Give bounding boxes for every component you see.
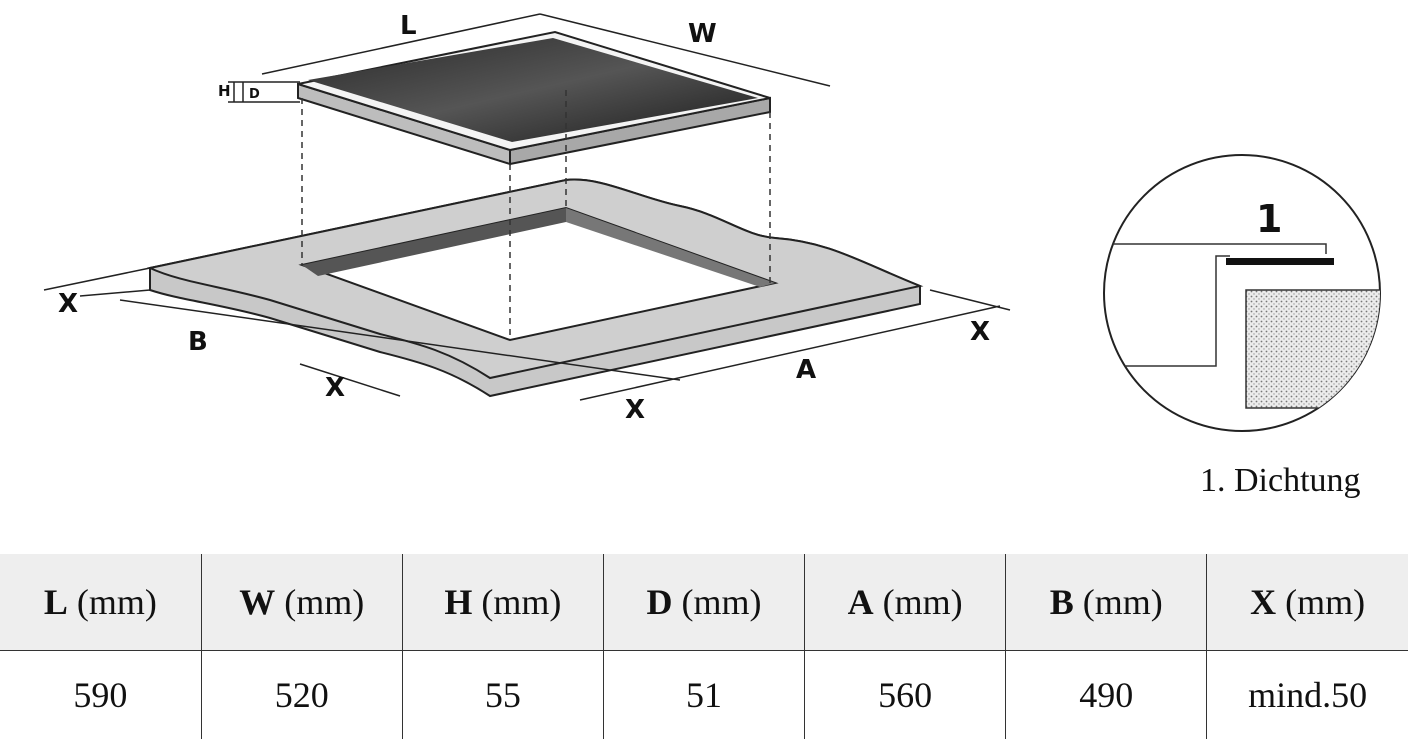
value-w: 520 — [201, 650, 403, 739]
header-letter: X — [1250, 582, 1277, 622]
value-b: 490 — [1005, 650, 1208, 739]
header-unit: (mm) — [1082, 582, 1163, 622]
gasket-seal — [1226, 258, 1334, 265]
header-letter: L — [43, 582, 68, 622]
value-h: 55 — [402, 650, 604, 739]
dimensions-table: L (mm) W (mm) H (mm) D (mm) A (mm) B (mm… — [0, 554, 1408, 739]
dimension-lines — [43, 13, 1011, 401]
header-letter: W — [239, 582, 276, 622]
value-l: 590 — [0, 650, 202, 739]
cutout-diagram: L W H D X B X X A X 1 — [43, 11, 1381, 432]
header-cell: W (mm) — [201, 554, 403, 651]
header-cell: X (mm) — [1206, 554, 1408, 651]
value-x: mind.50 — [1206, 650, 1408, 739]
label-d: D — [249, 87, 260, 102]
header-cell: H (mm) — [402, 554, 604, 651]
header-letter: D — [646, 582, 673, 622]
header-cell: B (mm) — [1005, 554, 1208, 651]
header-letter: H — [444, 582, 473, 622]
header-unit: (mm) — [1285, 582, 1366, 622]
header-cell: A (mm) — [804, 554, 1007, 651]
value-d: 51 — [603, 650, 806, 739]
table-header-row: L (mm) W (mm) H (mm) D (mm) A (mm) B (mm… — [0, 554, 1408, 651]
header-unit: (mm) — [481, 582, 562, 622]
label-a: A — [796, 355, 816, 385]
header-letter: B — [1049, 582, 1074, 622]
header-cell: D (mm) — [603, 554, 806, 651]
projection-lines — [301, 90, 771, 340]
header-unit: (mm) — [76, 582, 157, 622]
detail-caption: 1. Dichtung — [1200, 462, 1361, 499]
hob — [297, 30, 771, 166]
label-x-right: X — [970, 317, 990, 347]
detail-marker: 1 — [1256, 197, 1282, 241]
label-x-bottom: X — [625, 395, 645, 425]
label-x-front: X — [325, 373, 345, 403]
label-w: W — [688, 19, 717, 49]
label-b: B — [188, 327, 208, 357]
gasket-detail: 1 — [1103, 154, 1381, 432]
header-cell: L (mm) — [0, 554, 202, 651]
value-a: 560 — [804, 650, 1007, 739]
header-unit: (mm) — [681, 582, 762, 622]
header-unit: (mm) — [882, 582, 963, 622]
header-unit: (mm) — [284, 582, 365, 622]
label-l: L — [400, 11, 417, 41]
label-h: H — [218, 82, 231, 100]
header-letter: A — [847, 582, 874, 622]
table-row: 590 520 55 51 560 490 mind.50 — [0, 650, 1408, 739]
label-x-left: X — [58, 289, 78, 319]
countertop — [146, 178, 924, 398]
diagram-labels: L W H D X B X X A X — [58, 11, 990, 425]
